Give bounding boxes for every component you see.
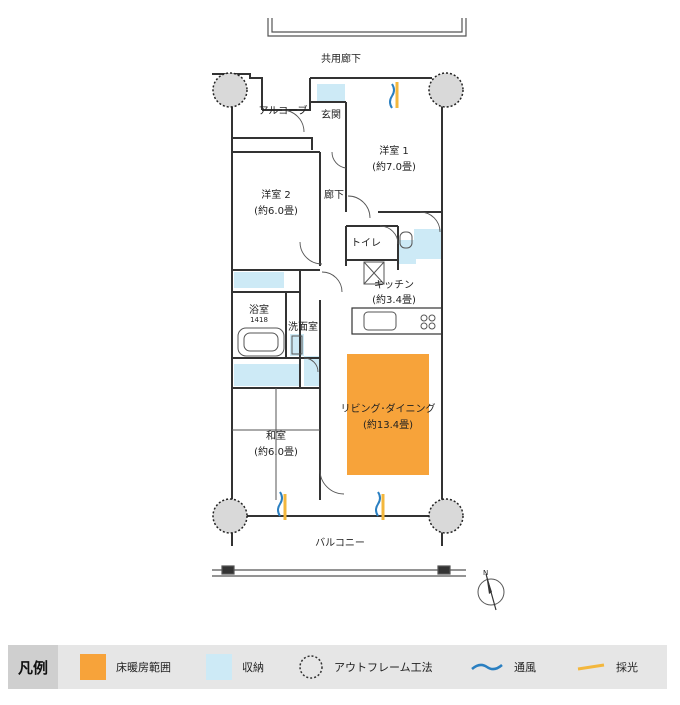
floor-heating-swatch [80,654,106,680]
ld-size: (約13.4畳) [363,418,413,431]
legend-label: アウトフレーム工法 [334,661,433,674]
western1-name: 洋室 1 [379,144,409,157]
western2-name: 洋室 2 [261,188,291,201]
legend-item-ventilation: 通風 [470,645,536,689]
ventilation-wave-icon [471,663,503,671]
window-markers [277,82,399,520]
toilet-label: トイレ [351,238,381,249]
legend: 凡例 床暖房範囲 収納 アウトフレーム工法 通風 採光 [8,645,667,689]
fixtures [232,231,436,500]
western1-size: (約7.0畳) [372,160,416,173]
ld-name: リビング･ダイニング [341,402,436,415]
dashed-circle-icon [212,72,248,108]
floor-plan: 共用廊下 アルコーブ 玄関 洋室 1 (約7.0畳) 洋室 2 (約6.0畳) … [212,18,505,611]
floor-heating-area [347,354,429,475]
kitchen-name: キッチン [374,279,414,291]
bath-name: 浴室 [249,303,269,316]
balcony-rail [212,565,466,577]
dashed-circle-icon [299,655,323,679]
western2-size: (約6.0畳) [254,204,298,217]
corridor-marker [267,18,467,37]
ventilation-wave-icon [389,83,395,109]
hallway-label: 廊下 [324,188,344,201]
legend-item-outframe: アウトフレーム工法 [298,645,433,689]
legend-label: 通風 [514,661,536,674]
legend-label: 採光 [616,661,638,674]
legend-title: 凡例 [8,645,58,689]
walls [212,73,443,546]
storage-areas [234,84,442,386]
dashed-circle-icon [428,498,464,534]
ventilation-wave-icon [375,491,381,517]
outframe-columns [212,72,464,534]
daylight-line-icon [577,663,605,671]
storage-swatch [206,654,232,680]
compass-letter: N [483,569,488,577]
legend-label: 床暖房範囲 [116,661,171,674]
japanese-name: 和室 [266,429,286,442]
doors [281,109,441,495]
legend-item-daylight: 採光 [576,645,638,689]
compass-icon: N [477,569,505,611]
alcove-label: アルコーブ [258,104,307,117]
corridor-label: 共用廊下 [321,52,361,65]
washroom-label: 洗面室 [288,320,318,333]
bath-code: 1418 [250,316,268,324]
dashed-circle-icon [212,498,248,534]
legend-item-storage: 収納 [206,645,264,689]
dashed-circle-icon [428,72,464,108]
kitchen-size: (約3.4畳) [372,293,416,306]
ventilation-wave-icon [277,491,283,517]
entrance-label: 玄関 [321,108,341,121]
legend-item-floor-heating: 床暖房範囲 [80,645,171,689]
legend-label: 収納 [242,661,264,674]
japanese-size: (約6.0畳) [254,445,298,458]
balcony-label: バルコニー [315,537,365,549]
